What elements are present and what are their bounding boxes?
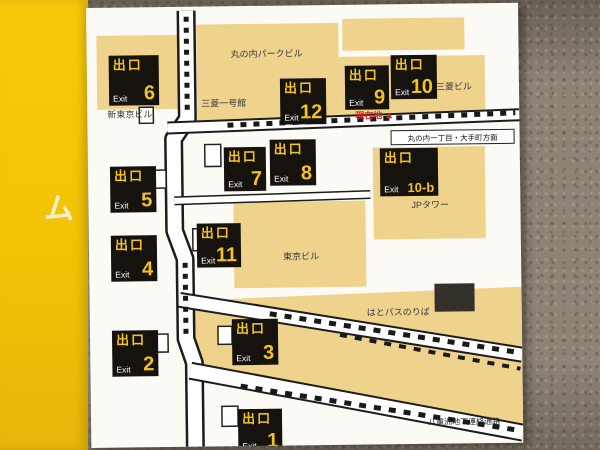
exit-number: 10 <box>410 75 434 99</box>
building-label-mitsubishi-ichigokan: 三菱一号館 <box>201 98 247 109</box>
building-label-marunouchi-park: 丸の内パークビル <box>230 48 303 60</box>
exit-number: 12 <box>299 101 323 124</box>
exit-badge-6: 出口 Exit 6 <box>108 55 160 106</box>
exit-en-label: Exit <box>115 268 130 280</box>
building-dark-block <box>434 283 475 312</box>
exit-badge-8: 出口 Exit 8 <box>269 139 317 186</box>
exit-en-label: Exit <box>384 183 399 194</box>
exit-badge-9: 出口 Exit 9 <box>344 65 390 110</box>
ticks-vertical-top <box>183 16 190 111</box>
exit-en-label: Exit <box>201 254 216 266</box>
exit-en-label: Exit <box>349 97 364 108</box>
street-tick-marks <box>182 16 522 434</box>
building-label-tokyo-biru: 東京ビル <box>282 251 320 262</box>
current-location-label: 現在地 <box>355 110 383 121</box>
exit-badge-5: 出口 Exit 5 <box>109 166 157 213</box>
exit-en-label: Exit <box>114 199 129 211</box>
exit-number: 7 <box>250 167 263 190</box>
exit-number: 11 <box>215 244 238 267</box>
ticks-diagonal-upper <box>269 311 521 356</box>
exit-number: 9 <box>373 86 386 109</box>
exit-number: 3 <box>262 341 275 364</box>
exit-jp-label: 出口 <box>235 320 267 337</box>
building-top-right <box>342 17 465 51</box>
exit-jp-label: 出口 <box>383 150 414 166</box>
exit-number: 2 <box>143 353 155 376</box>
exit-badge-10b: 出口 Exit 10-b <box>379 147 439 197</box>
exit-jp-label: 出口 <box>114 237 146 253</box>
entrance-box-exit7 <box>203 143 222 168</box>
exit-number: 4 <box>141 258 154 281</box>
ticks-top-horizontal <box>227 110 516 128</box>
building-tokyo-biru <box>233 200 367 289</box>
exit-jp-label: 出口 <box>200 225 231 241</box>
exit-jp-label: 出口 <box>273 141 304 157</box>
entrance-box-exit6 <box>138 106 155 125</box>
building-label-mitsubishi-biru: 三菱ビル <box>435 81 473 92</box>
exit-jp-label: 出口 <box>227 148 258 165</box>
exit-jp-label: 出口 <box>115 332 147 348</box>
exit-en-label: Exit <box>236 352 251 363</box>
ticks-vertical-mid <box>182 262 189 335</box>
exit-jp-label: 出口 <box>283 80 315 96</box>
ticks-hatobus <box>339 332 521 371</box>
exit-en-label: Exit <box>284 111 299 123</box>
exit-jp-label: 出口 <box>394 56 425 73</box>
entrance-box-exit1 <box>221 405 239 428</box>
exit-badge-3: 出口 Exit 3 <box>231 318 279 366</box>
exit-en-label: Exit <box>228 178 243 189</box>
exit-number: 10-b <box>407 179 435 196</box>
exit-badge-7: 出口 Exit 7 <box>223 146 267 192</box>
exit-badge-2: 出口 Exit 2 <box>111 330 159 377</box>
building-label-jp-tower: JPタワー <box>411 199 450 211</box>
ticks-diagonal-lower <box>240 383 522 434</box>
exit-number: 5 <box>141 189 153 212</box>
exit-number: 8 <box>300 162 313 185</box>
current-location-marker: 現在地▲ <box>355 108 394 121</box>
street-mid-horizontal <box>174 191 371 204</box>
exit-en-label: Exit <box>274 173 289 184</box>
exit-badge-4: 出口 Exit 4 <box>110 235 158 282</box>
exit-jp-label: 出口 <box>113 168 145 184</box>
building-label-hatobus: はとバスのりば <box>366 306 430 318</box>
exit-jp-label: 出口 <box>241 410 273 427</box>
entrance-box-exit3 <box>217 325 233 346</box>
exit-number: 1 <box>267 429 279 448</box>
direction-sign: 丸の内一丁目・大手町方面 <box>390 128 515 146</box>
exit-number: 6 <box>143 82 156 105</box>
exit-en-label: Exit <box>116 363 131 375</box>
building-label-shin-tokyo: 新東京ビル <box>107 109 153 120</box>
exit-jp-label: 出口 <box>348 67 379 83</box>
exit-en-label: Exit <box>113 93 128 104</box>
current-location-triangle-icon: ▲ <box>384 110 395 122</box>
exit-map-poster: 丸の内パークビル 三菱一号館 三菱ビル 新東京ビル JPタワー 東京ビル はとバ… <box>86 2 524 448</box>
street-top-horizontal <box>167 110 520 133</box>
yellow-pillar: ム <box>0 0 88 450</box>
exit-jp-label: 出口 <box>112 57 143 73</box>
exit-en-label: Exit <box>394 86 410 97</box>
pillar-partial-text: ム <box>44 193 74 226</box>
passage-label-yaesu: 八重洲地下連絡通路 <box>428 416 501 427</box>
